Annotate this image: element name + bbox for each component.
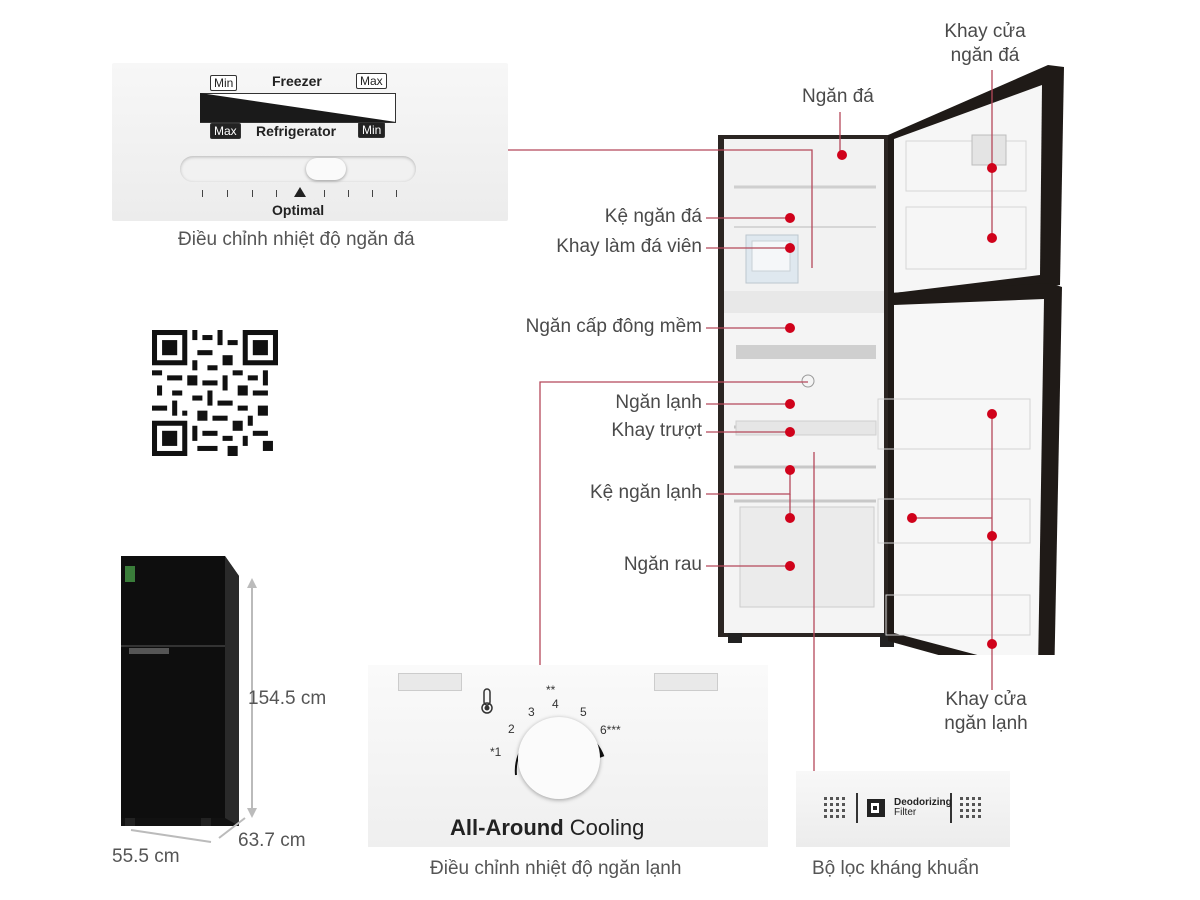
freezer-min-tag: Min — [210, 75, 238, 91]
grille-left-icon — [824, 797, 845, 818]
callout-slide-tray: Khay trượt — [611, 420, 702, 441]
dial-mark-6: 6*** — [600, 723, 621, 737]
cooling-title: All-Around Cooling — [450, 815, 645, 840]
dial-mark-4: 4 — [552, 697, 559, 711]
height-dimension: 154.5 cm — [248, 688, 327, 709]
temperature-wedge — [200, 93, 396, 123]
callout-ice-tray: Khay làm đá viên — [556, 236, 702, 257]
filter-caption: Bộ lọc kháng khuẩn — [812, 858, 979, 879]
refrigerator-label: Refrigerator — [256, 123, 337, 139]
freezer-control-panel: Min Freezer Max Max Refrigerator Min Opt… — [112, 63, 508, 221]
width-dimension: 55.5 cm — [112, 846, 180, 867]
thermometer-icon — [481, 688, 493, 714]
optimal-marker-icon — [294, 187, 306, 197]
filter-badge: Deodorizing Filter — [856, 793, 952, 823]
cooling-dial-knob[interactable] — [518, 717, 600, 799]
optimal-label: Optimal — [272, 202, 325, 218]
freezer-label: Freezer — [272, 73, 322, 89]
depth-dimension: 63.7 cm — [238, 830, 306, 851]
dial-stars-top: ** — [546, 683, 556, 697]
filter-icon — [867, 799, 885, 817]
callout-freezer: Ngăn đá — [802, 86, 874, 107]
refrigerator-max-tag: Max — [210, 123, 241, 139]
freezer-max-tag: Max — [356, 73, 387, 89]
filter-panel: Deodorizing Filter — [796, 771, 1010, 847]
freezer-control-caption: Điều chỉnh nhiệt độ ngăn đá — [178, 229, 415, 250]
cooling-control-caption: Điều chỉnh nhiệt độ ngăn lạnh — [430, 858, 682, 879]
callout-vegetable: Ngăn rau — [623, 554, 702, 575]
dial-mark-3: 3 — [528, 705, 535, 719]
callout-freezer-door-tray: Khay cửa ngăn đá — [944, 21, 1026, 66]
callout-soft-freeze: Ngăn cấp đông mềm — [525, 316, 702, 337]
freezer-slider-knob[interactable] — [306, 158, 346, 180]
callout-fridge-shelf: Kệ ngăn lạnh — [590, 482, 702, 503]
filter-line1: Deodorizing — [894, 797, 952, 808]
grille-right-icon — [960, 797, 981, 818]
dial-mark-5: 5 — [580, 705, 587, 719]
callout-fridge: Ngăn lạnh — [615, 392, 702, 413]
callout-freezer-shelf: Kệ ngăn đá — [604, 206, 702, 227]
callout-fridge-door-tray: Khay cửa ngăn lạnh — [944, 689, 1028, 734]
dial-mark-2: 2 — [508, 722, 515, 736]
open-refrigerator — [718, 65, 1064, 655]
freezer-slider[interactable] — [180, 156, 416, 182]
fridge-dimension-figure — [121, 556, 257, 843]
filter-line2: Filter — [894, 807, 917, 818]
qr-code — [152, 330, 278, 456]
dial-mark-1: *1 — [490, 745, 502, 759]
refrigerator-min-tag: Min — [358, 122, 386, 138]
cooling-control-panel: *1 2 3 4 ** 5 6*** All-Around Cooling — [368, 665, 768, 847]
